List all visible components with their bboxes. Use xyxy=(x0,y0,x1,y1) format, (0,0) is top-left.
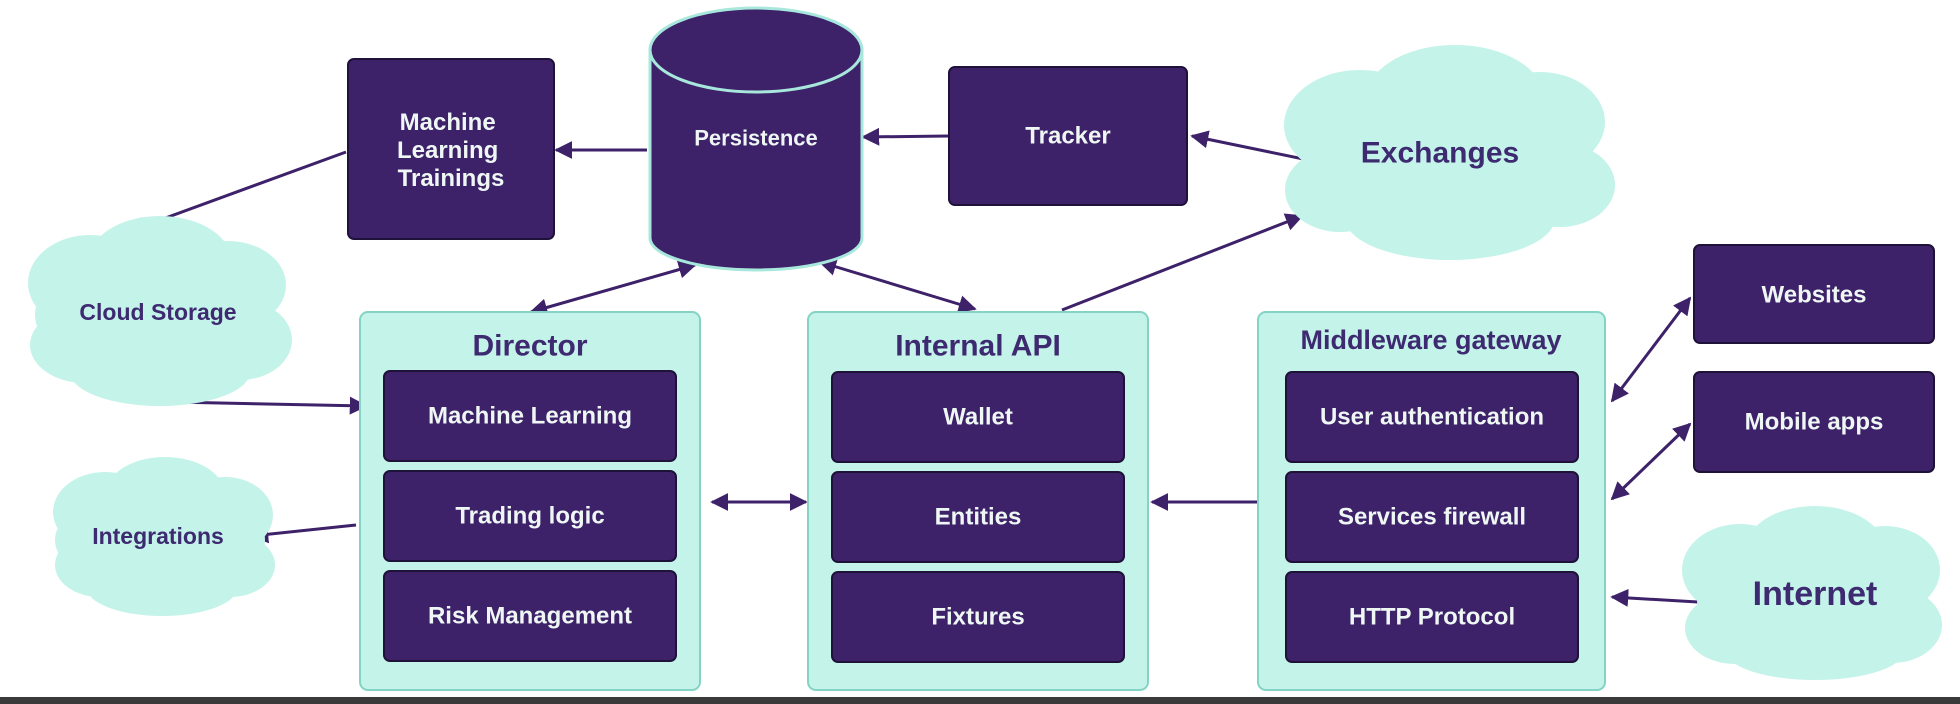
cloud-cloud-storage: Cloud Storage xyxy=(28,216,292,406)
edge-internal-api-to-exchanges xyxy=(1061,213,1304,312)
internal-api-item: Fixtures xyxy=(831,571,1125,663)
tracker-node: Tracker xyxy=(948,66,1188,206)
svg-text:Fixtures: Fixtures xyxy=(931,604,1024,631)
tracker-label: Tracker xyxy=(1025,123,1110,150)
middleware-item: User authentication xyxy=(1285,371,1579,463)
ml-trainings-line-3: Trainings xyxy=(398,165,505,192)
svg-text:Machine Learning T: Machine Learning Trainings xyxy=(397,109,505,192)
websites-label: Websites xyxy=(1762,282,1867,309)
mobile-apps-label: Mobile apps xyxy=(1745,409,1884,436)
internal-api-group: Internal API Wallet Entities Fixtures xyxy=(807,311,1149,691)
ml-trainings-node: Machine Learning Trainings xyxy=(347,58,555,240)
websites-node: Websites xyxy=(1693,244,1935,344)
director-group: Director Machine Learning Trading logic … xyxy=(359,311,701,691)
cloud-storage-label: Cloud Storage xyxy=(79,299,236,325)
bottom-border xyxy=(0,697,1960,704)
edge-exchanges-to-tracker xyxy=(1190,130,1319,164)
svg-text:Entities: Entities xyxy=(935,504,1022,531)
ml-trainings-line-2: Learning xyxy=(397,137,498,164)
edge-middleware-mobile-apps xyxy=(1610,422,1692,501)
internal-api-item: Wallet xyxy=(831,371,1125,463)
internet-label: Internet xyxy=(1753,575,1878,613)
svg-text:Wallet: Wallet xyxy=(943,404,1013,431)
edge-middleware-websites xyxy=(1610,296,1692,403)
director-item: Trading logic xyxy=(383,470,677,562)
middleware-gateway-title: Middleware gateway xyxy=(1300,325,1561,355)
cloud-internet: Internet xyxy=(1682,506,1942,680)
integrations-label: Integrations xyxy=(92,523,224,549)
edge-tracker-to-persistence xyxy=(861,127,950,146)
director-item: Risk Management xyxy=(383,570,677,662)
middleware-gateway-group: Middleware gateway User authentication S… xyxy=(1257,311,1606,691)
mobile-apps-node: Mobile apps xyxy=(1693,371,1935,473)
svg-text:User authentication: User authentication xyxy=(1320,404,1544,431)
cloud-integrations: Integrations xyxy=(53,457,275,616)
persistence-label: Persistence xyxy=(694,126,818,151)
middleware-item: HTTP Protocol xyxy=(1285,571,1579,663)
director-title: Director xyxy=(472,330,587,363)
edge-director-persistence xyxy=(529,260,697,317)
edge-cloud-storage-to-director xyxy=(171,396,368,415)
edge-internal-api-persistence xyxy=(818,258,977,313)
svg-text:HTTP Protocol: HTTP Protocol xyxy=(1349,604,1515,631)
middleware-item: Services firewall xyxy=(1285,471,1579,563)
svg-text:Services firewall: Services firewall xyxy=(1338,504,1526,531)
ml-trainings-line-1: Machine xyxy=(400,109,496,136)
svg-text:Trading logic: Trading logic xyxy=(455,503,604,530)
exchanges-label: Exchanges xyxy=(1361,137,1519,170)
svg-text:Machine Learning: Machine Learning xyxy=(428,403,632,430)
svg-text:Risk Management: Risk Management xyxy=(428,603,632,630)
persistence-database: Persistence xyxy=(648,6,864,272)
director-item: Machine Learning xyxy=(383,370,677,462)
internal-api-title: Internal API xyxy=(895,330,1061,363)
internal-api-item: Entities xyxy=(831,471,1125,563)
edge-director-to-integrations xyxy=(250,523,357,544)
cloud-exchanges: Exchanges xyxy=(1284,45,1615,260)
